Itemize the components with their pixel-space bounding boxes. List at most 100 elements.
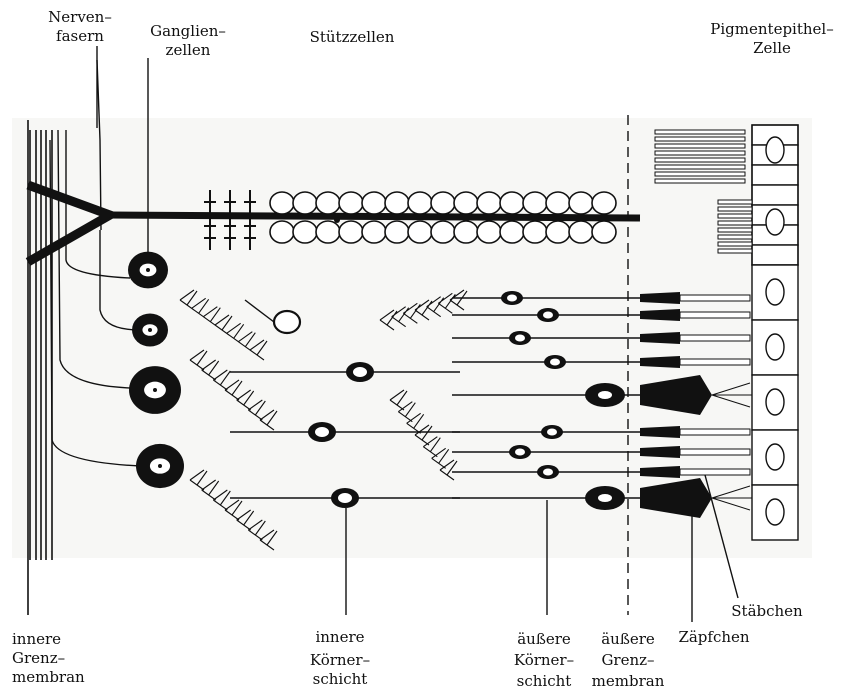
label-line: Körner– <box>310 651 370 670</box>
supporting-cell <box>270 192 294 214</box>
dendritic-tree <box>390 390 457 480</box>
label-innere-koernerschicht: innere Körner– schicht <box>310 628 370 689</box>
label-line: zellen <box>150 41 226 60</box>
cone-inner-segment <box>640 478 712 518</box>
supporting-cell <box>293 192 317 214</box>
cone-outer-segment <box>712 383 752 407</box>
pigment-process <box>655 172 745 176</box>
supporting-cell <box>500 221 524 243</box>
rod-nucleus <box>515 335 525 342</box>
rod-nucleus <box>515 449 525 456</box>
axon-bundle <box>110 215 640 218</box>
rod-nucleus <box>547 429 557 436</box>
label-line: Grenz– <box>12 649 85 668</box>
pigment-cell-row <box>752 165 798 185</box>
pigment-process <box>655 137 745 141</box>
label-line: Stützzellen <box>310 28 395 47</box>
epithelial-cell-nucleus <box>766 444 784 470</box>
supporting-cell <box>339 192 363 214</box>
pigment-process <box>718 207 752 211</box>
supporting-cell <box>431 221 455 243</box>
label-line: innere <box>310 628 370 647</box>
supporting-cell <box>523 192 547 214</box>
label-line: Nerven– <box>48 8 112 27</box>
supporting-cell <box>500 192 524 214</box>
supporting-cell-nucleus <box>334 217 340 223</box>
supporting-cell <box>385 192 409 214</box>
pigment-process <box>718 214 752 218</box>
pigment-process <box>718 235 752 239</box>
label-nervenfasern: Nerven– fasern <box>48 8 112 46</box>
nerve-fiber <box>50 140 140 466</box>
supporting-cell <box>546 221 570 243</box>
epithelial-cell-nucleus <box>766 389 784 415</box>
nucleolus <box>148 328 152 332</box>
supporting-cell <box>408 192 432 214</box>
supporting-cell <box>431 192 455 214</box>
label-aeussere-grenzmembran: äußere Grenz– membran <box>592 630 665 691</box>
pigment-cell-row <box>752 185 798 205</box>
rod-outer-segment <box>680 312 750 318</box>
label-line: schicht <box>514 672 574 691</box>
label-pigmentepithel: Pigmentepithel– Zelle <box>710 20 833 58</box>
label-line: äußere <box>514 630 574 649</box>
rod-outer-segment <box>680 449 750 455</box>
epithelial-cell-nucleus <box>766 334 784 360</box>
photoreceptors <box>452 291 752 615</box>
nerve-fiber <box>58 130 130 388</box>
nucleolus <box>146 268 150 272</box>
supporting-cell <box>454 192 478 214</box>
rod-inner-segment <box>640 356 680 368</box>
rod-nucleus <box>550 359 560 366</box>
pigment-process <box>718 200 752 204</box>
supporting-cell <box>477 192 501 214</box>
rod-nucleus <box>507 295 517 302</box>
dendritic-tree <box>190 470 277 550</box>
fiber-tuft <box>204 190 216 250</box>
cone-nucleus <box>598 494 612 502</box>
label-ganglienzellen: Ganglien– zellen <box>150 22 226 60</box>
supporting-cell <box>408 221 432 243</box>
epithelial-cell-nucleus <box>766 499 784 525</box>
pigment-process <box>655 179 745 183</box>
nucleolus <box>153 388 157 392</box>
rod-nucleus <box>543 312 553 319</box>
pigment-process <box>718 221 752 225</box>
label-line: schicht <box>310 670 370 689</box>
label-line: Pigmentepithel– <box>710 20 833 39</box>
rod-outer-segment <box>680 469 750 475</box>
dendritic-tree <box>380 290 467 330</box>
pigment-process <box>655 130 745 134</box>
label-line: Ganglien– <box>150 22 226 41</box>
label-line: Zelle <box>710 39 833 58</box>
supporting-cell <box>385 221 409 243</box>
rod-inner-segment <box>640 426 680 438</box>
pigment-cell-nucleus <box>766 209 784 235</box>
label-line: membran <box>12 668 85 687</box>
label-line: Stäbchen <box>731 602 802 621</box>
supporting-cell <box>293 221 317 243</box>
pigment-process <box>655 165 745 169</box>
rod-inner-segment <box>640 466 680 478</box>
fiber-tuft <box>244 190 256 250</box>
cone-outer-segment <box>712 486 752 510</box>
nucleolus <box>158 464 162 468</box>
amacrine-process <box>245 300 274 322</box>
supporting-cell <box>362 221 386 243</box>
label-zaepfchen: Zäpfchen <box>678 628 749 647</box>
pigment-cell-nucleus <box>766 137 784 163</box>
supporting-cell <box>523 221 547 243</box>
dendritic-tree <box>180 290 267 360</box>
label-line: innere <box>12 630 85 649</box>
ganglion-cells <box>128 252 467 550</box>
epithelial-cell-nucleus <box>766 279 784 305</box>
pigment-process <box>718 249 752 253</box>
cone-nucleus <box>598 391 612 399</box>
supporting-cell <box>592 221 616 243</box>
rod-inner-segment <box>640 332 680 344</box>
supporting-cell <box>569 221 593 243</box>
pigment-process <box>655 151 745 155</box>
rod-outer-segment <box>680 359 750 365</box>
pigment-process <box>655 158 745 162</box>
